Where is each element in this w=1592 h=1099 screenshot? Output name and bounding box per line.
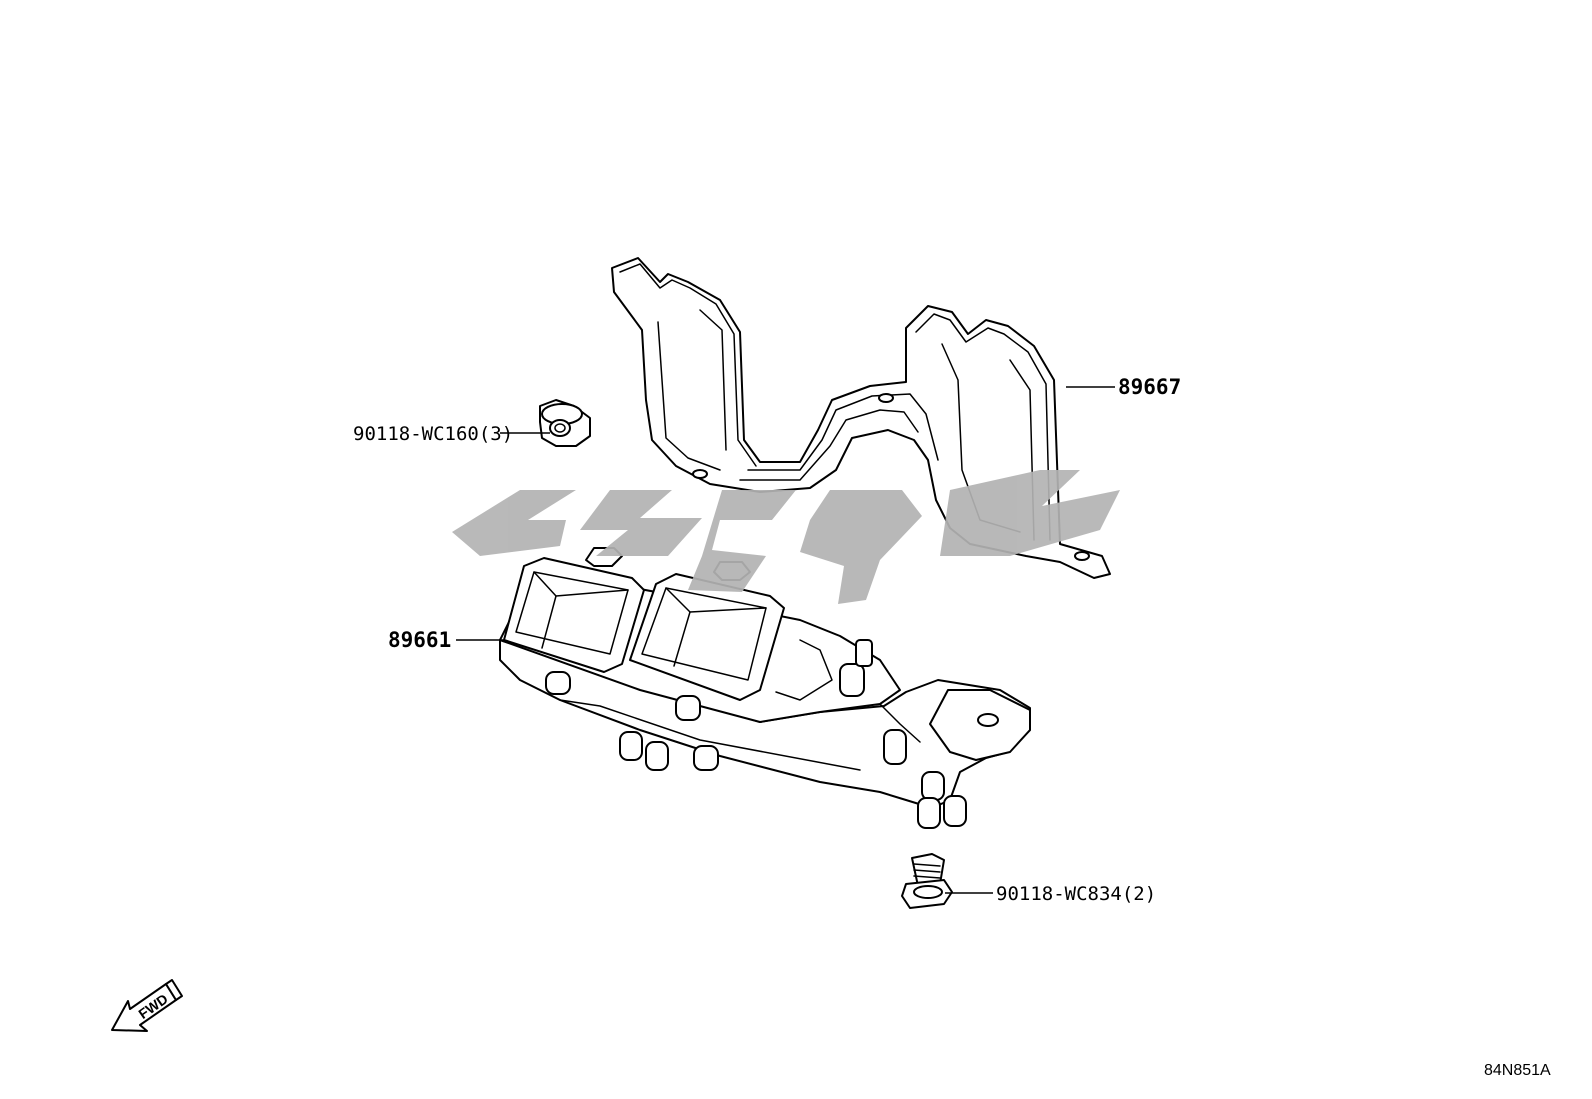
part-label-bolt[interactable]: 90118-WC834(2)	[996, 883, 1156, 905]
ecu-part-89661[interactable]	[499, 547, 1031, 829]
part-label-nut[interactable]: 90118-WC160(3)	[353, 423, 513, 445]
fwd-arrow-icon: FWD	[111, 979, 183, 1032]
diagram-code: 84N851A	[1484, 1062, 1551, 1079]
part-label-89667[interactable]: 89667	[1118, 375, 1181, 399]
part-label-89661[interactable]: 89661	[388, 628, 451, 652]
watermark-logo	[452, 470, 1120, 604]
bolt-part-90118-wc834[interactable]	[901, 853, 953, 909]
nut-part-90118-wc160[interactable]	[539, 399, 591, 447]
